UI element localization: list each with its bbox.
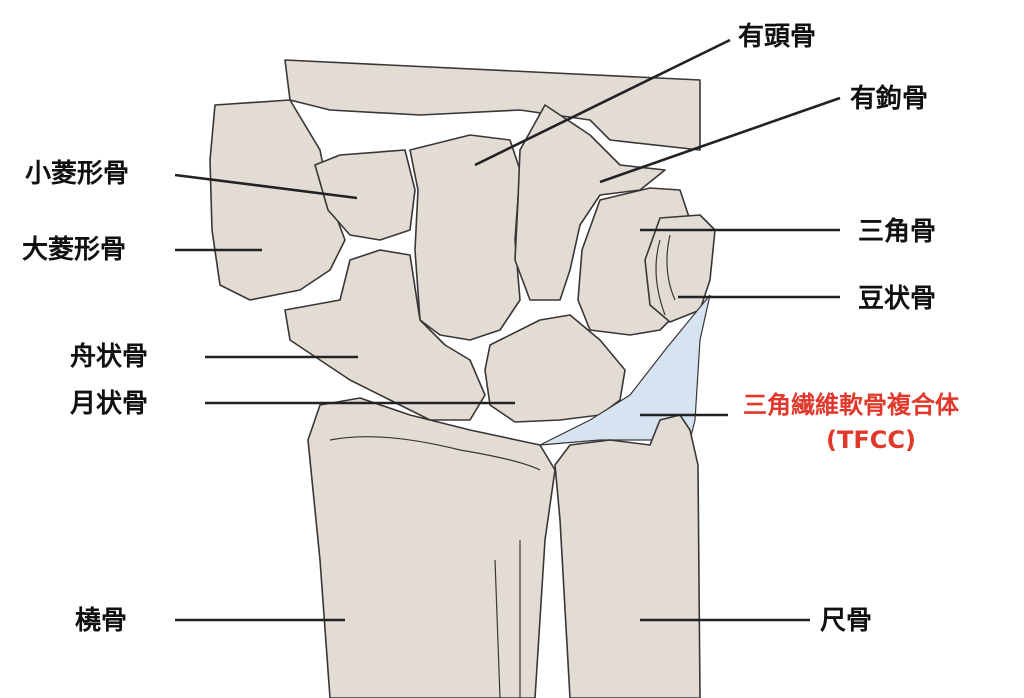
tfcc-ligament — [539, 294, 711, 446]
radius-contour — [329, 436, 541, 471]
label-lunate: 月状骨 — [70, 389, 149, 419]
pisiform-contour — [655, 234, 676, 316]
radius-bone — [307, 397, 556, 698]
label-tfcc-abbr: (TFCC) — [826, 426, 916, 454]
scaphoid-bone — [284, 249, 486, 421]
capitate-bone — [409, 134, 521, 341]
label-tfcc-name: 三角繊維軟骨複合体 — [743, 391, 959, 419]
label-radius: 橈骨 — [75, 606, 128, 636]
leader-capitate — [474, 38, 731, 167]
label-trapezium: 大菱形骨 — [22, 235, 127, 265]
label-pisiform: 豆状骨 — [858, 284, 937, 314]
label-scaphoid: 舟状骨 — [70, 342, 149, 372]
ulna-bone — [554, 414, 701, 698]
label-trapezoid: 小菱形骨 — [25, 159, 130, 189]
label-capitate: 有頭骨 — [738, 22, 817, 52]
label-ulna: 尺骨 — [820, 606, 873, 636]
label-hamate: 有鉤骨 — [850, 84, 929, 114]
leader-trapezoid — [174, 173, 358, 200]
hamate-bone — [514, 104, 666, 301]
metacarpal-bases — [284, 59, 701, 151]
radius-contour-2 — [494, 540, 521, 698]
trapezoid-bone — [314, 149, 416, 241]
leader-hamate — [599, 96, 841, 184]
label-triquetrum: 三角骨 — [858, 217, 937, 247]
